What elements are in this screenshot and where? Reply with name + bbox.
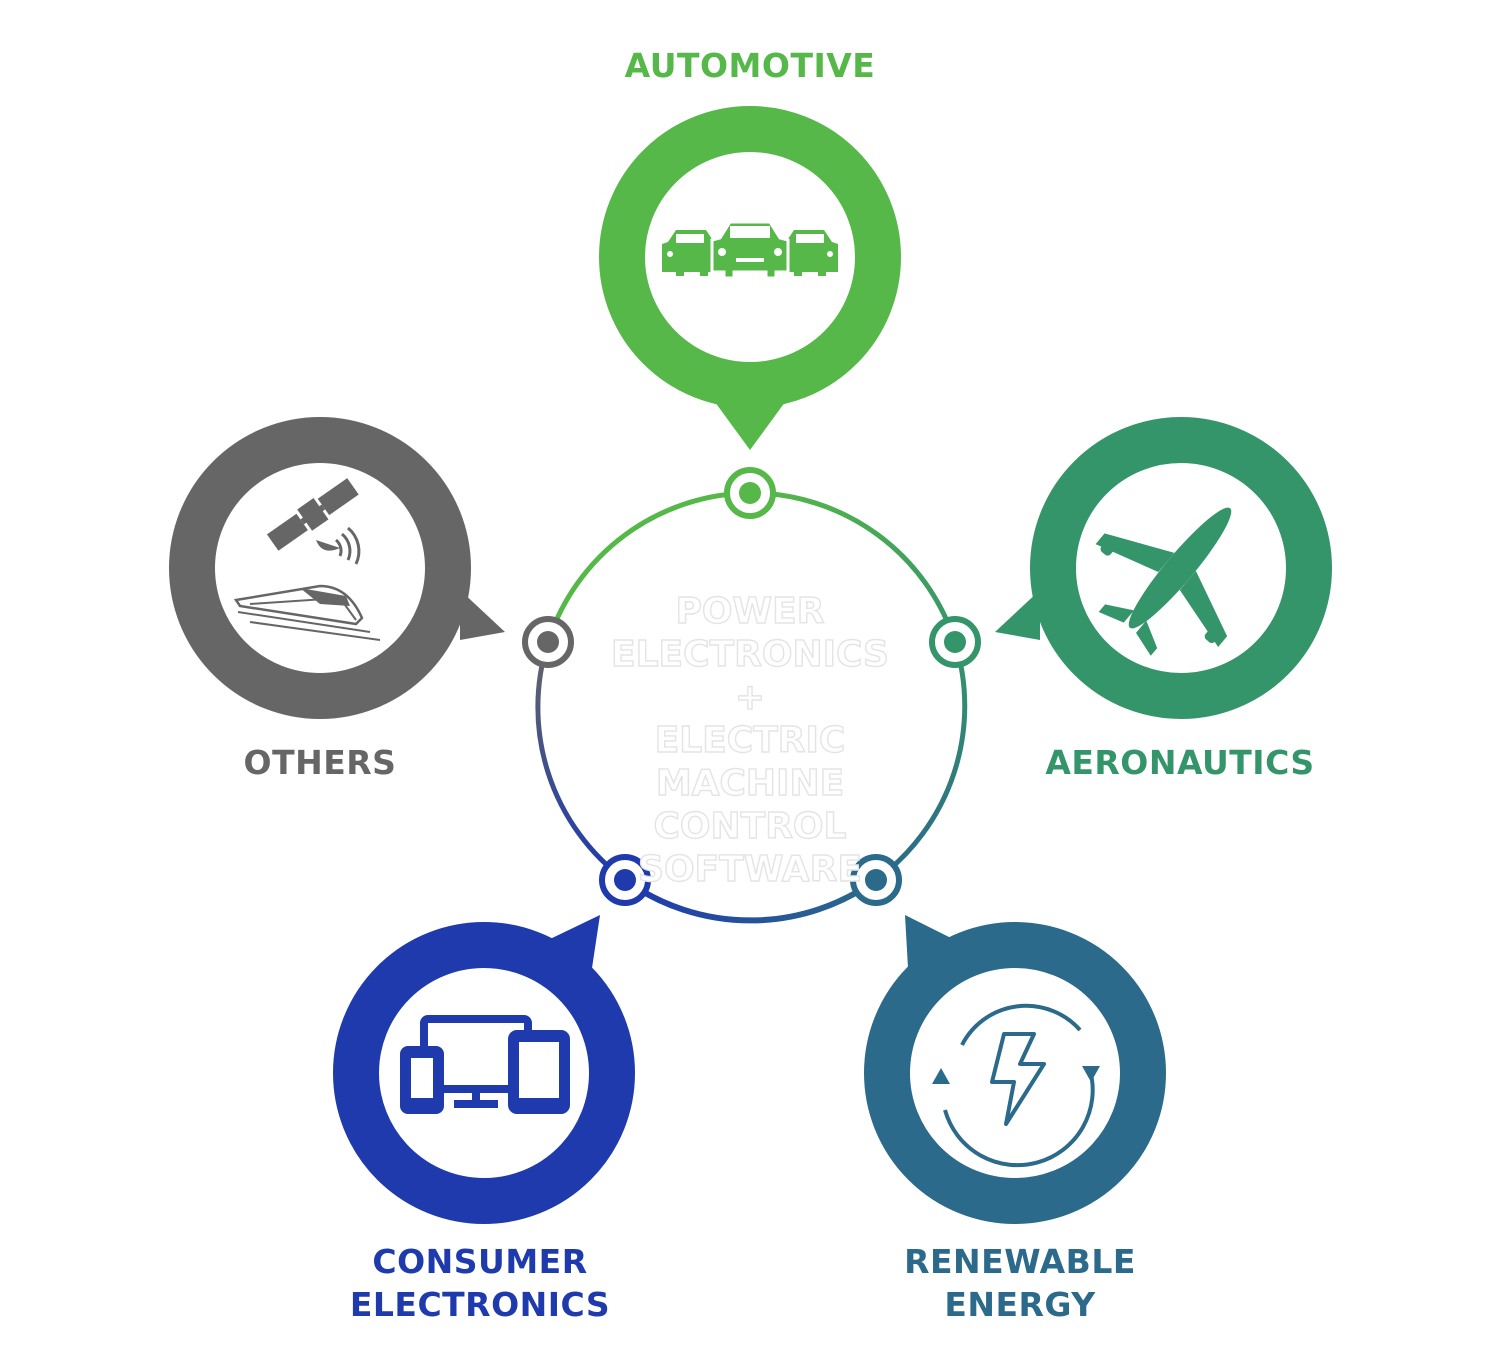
consumer-label-line-2: ELECTRONICS [349,1285,611,1324]
others-bubble [169,417,505,719]
others-label: OTHERS [243,743,397,782]
center-line-6: SOFTWARE [637,848,862,890]
center-line-2: ELECTRONICS + [610,633,889,718]
airplane-icon [1095,507,1232,656]
aeronautics-label: AERONAUTICS [1045,743,1315,782]
renewable-label: RENEWABLE ENERGY [840,1240,1200,1326]
center-line-3: ELECTRIC [654,719,846,761]
node-consumer [599,854,651,906]
renewable-label-line-1: RENEWABLE [904,1242,1136,1281]
consumer-bubble [333,915,635,1224]
consumer-label: CONSUMER ELECTRONICS [300,1240,660,1326]
node-renewable [850,854,902,906]
node-aeronautics [929,616,981,668]
renewable-energy-icon [932,1003,1100,1168]
center-line-1: POWER [675,590,825,632]
cars-icon [662,220,838,280]
automotive-label: AUTOMOTIVE [624,46,876,85]
center-title: POWER ELECTRONICS + ELECTRIC MACHINE CON… [590,590,910,891]
renewable-bubble [864,915,1166,1224]
aeronautics-bubble [995,417,1332,719]
junction-nodes [522,467,981,906]
center-line-4: MACHINE [655,762,845,804]
central-ring [535,490,968,924]
node-others [522,616,574,668]
node-automotive [724,467,776,519]
satellite-train-icon [233,478,381,641]
automotive-bubble [599,106,901,450]
center-line-5: CONTROL [653,805,847,847]
renewable-label-line-2: ENERGY [944,1285,1096,1324]
consumer-label-line-1: CONSUMER [372,1242,588,1281]
